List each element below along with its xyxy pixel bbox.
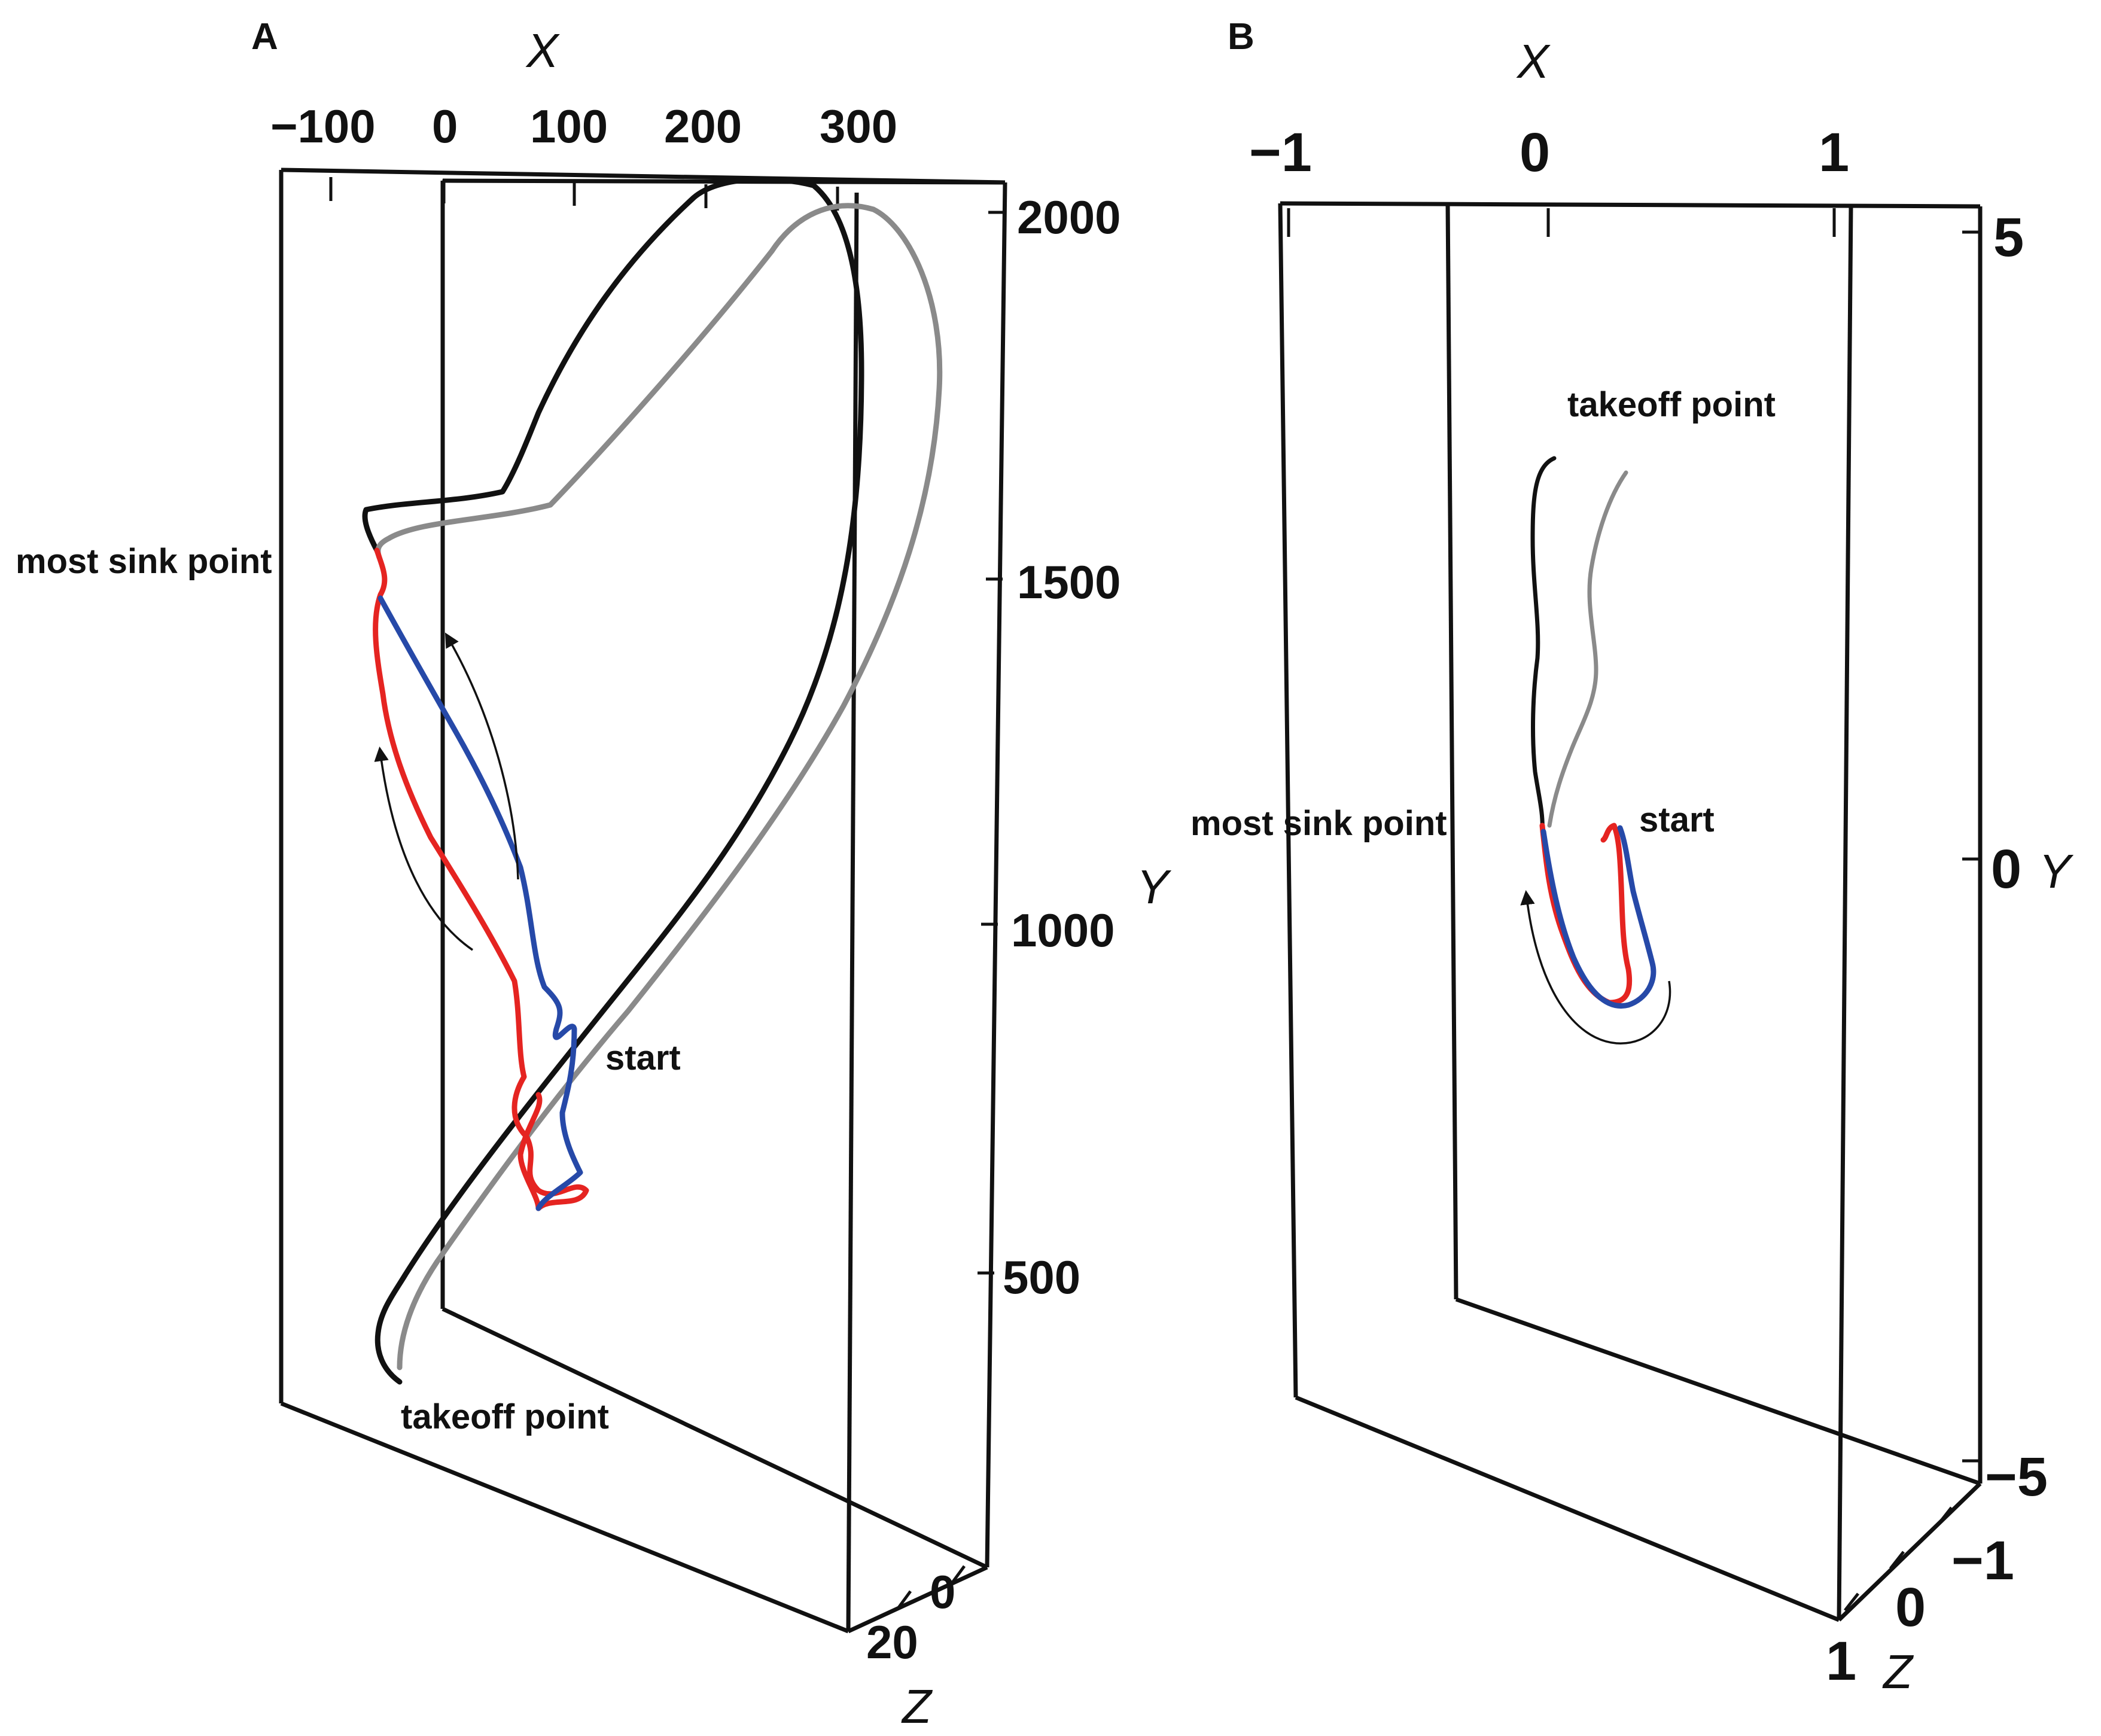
panel-a-x-tick-label: 200 (664, 100, 742, 153)
panel-b-direction-arrow (1520, 890, 1671, 1044)
panel-b-most-sink-point-label: most sink point (1190, 804, 1447, 843)
panel-b-box-back-left-edge (1445, 203, 1458, 1300)
panel-b-label: B (1228, 16, 1254, 57)
panel-a-direction-arrow-left (374, 746, 473, 951)
panel-b-series-red (1539, 823, 1633, 1006)
panel-a: A X −100 0 100 200 300 2000 1500 1000 50… (16, 16, 1172, 1733)
panel-a-z-tick-mark (896, 1590, 912, 1610)
panel-b: B X −1 0 1 5 0 −5 Y −1 0 1 Z (1190, 16, 2074, 1698)
panel-b-y-axis-title: Y (2039, 845, 2074, 898)
panel-a-x-tick-label: 0 (432, 100, 458, 153)
panel-b-y-tick-label: −5 (1985, 1446, 2048, 1507)
panel-b-y-tick-label: 0 (1991, 839, 2021, 900)
panel-a-x-tick-label: −100 (270, 100, 376, 153)
panel-b-x-tick-label: 0 (1520, 122, 1550, 183)
panel-a-z-tick-label: 0 (930, 1566, 955, 1618)
panel-b-z-tick-mark (1937, 1506, 1953, 1525)
panel-b-box-bottom-front-edge (1295, 1395, 1840, 1622)
panel-b-z-axis-title: Z (1882, 1645, 1914, 1698)
panel-a-x-axis-title: X (525, 24, 560, 77)
panel-b-series-blue (1540, 825, 1657, 1009)
panel-a-series-blue (377, 595, 583, 1211)
panel-a-start-label: start (605, 1038, 681, 1077)
panel-a-x-tick-label: 100 (530, 100, 608, 153)
panel-a-takeoff-point-label: takeoff point (401, 1397, 609, 1436)
panel-b-start-label: start (1639, 800, 1715, 839)
panel-a-box-back-right-edge (846, 192, 859, 1632)
panel-b-box-bottom-back-edge (1455, 1297, 1981, 1486)
panel-a-most-sink-point-label: most sink point (16, 542, 272, 581)
panel-b-box-back-right-edge (1837, 205, 1853, 1621)
panel-a-series-black (362, 176, 864, 1385)
panel-a-y-axis-title: Y (1137, 860, 1172, 913)
panel-a-box-bottom-front-edge (280, 1401, 849, 1634)
panel-a-y-tick-label: 500 (1003, 1251, 1080, 1303)
panel-a-y-tick-label: 1500 (1017, 556, 1121, 608)
panel-b-box-top-edge (1280, 201, 1981, 209)
panel-b-z-tick-label: 0 (1895, 1577, 1926, 1638)
panel-b-z-tick-label: 1 (1826, 1631, 1856, 1692)
panel-b-x-axis-title: X (1516, 35, 1551, 88)
panel-b-y-tick-label: 5 (1993, 207, 2024, 268)
panel-b-box-front-left-edge (1278, 203, 1298, 1398)
panel-a-label: A (251, 16, 278, 57)
panel-b-z-tick-label: −1 (1951, 1530, 2014, 1591)
panel-b-takeoff-point-label: takeoff point (1567, 385, 1776, 424)
panel-a-series-gray (375, 203, 943, 1370)
panel-b-x-tick-label: −1 (1249, 122, 1312, 183)
panel-a-x-tick-label: 300 (820, 100, 897, 153)
panel-a-z-tick-mark (949, 1565, 966, 1585)
panel-a-y-tick-label: 2000 (1017, 191, 1121, 243)
panel-a-z-tick-label: 20 (866, 1616, 918, 1668)
panel-b-z-tick-mark (1844, 1592, 1859, 1612)
panel-b-z-tick-mark (1889, 1551, 1905, 1570)
panel-b-x-tick-label: 1 (1819, 122, 1849, 183)
panel-a-box-bottom-back-edge (441, 1306, 988, 1570)
panel-a-box-right-edge (985, 182, 1007, 1568)
panel-b-box-bottom-right-edge (1837, 1482, 1982, 1622)
panel-a-z-axis-title: Z (901, 1680, 933, 1733)
panel-a-direction-arrow-right (444, 632, 519, 880)
panel-b-series-black (1530, 456, 1557, 834)
panel-a-box-bottom-right-edge (847, 1565, 988, 1634)
panel-a-y-tick-label: 1000 (1011, 904, 1115, 957)
panel-b-series-gray (1547, 470, 1628, 828)
